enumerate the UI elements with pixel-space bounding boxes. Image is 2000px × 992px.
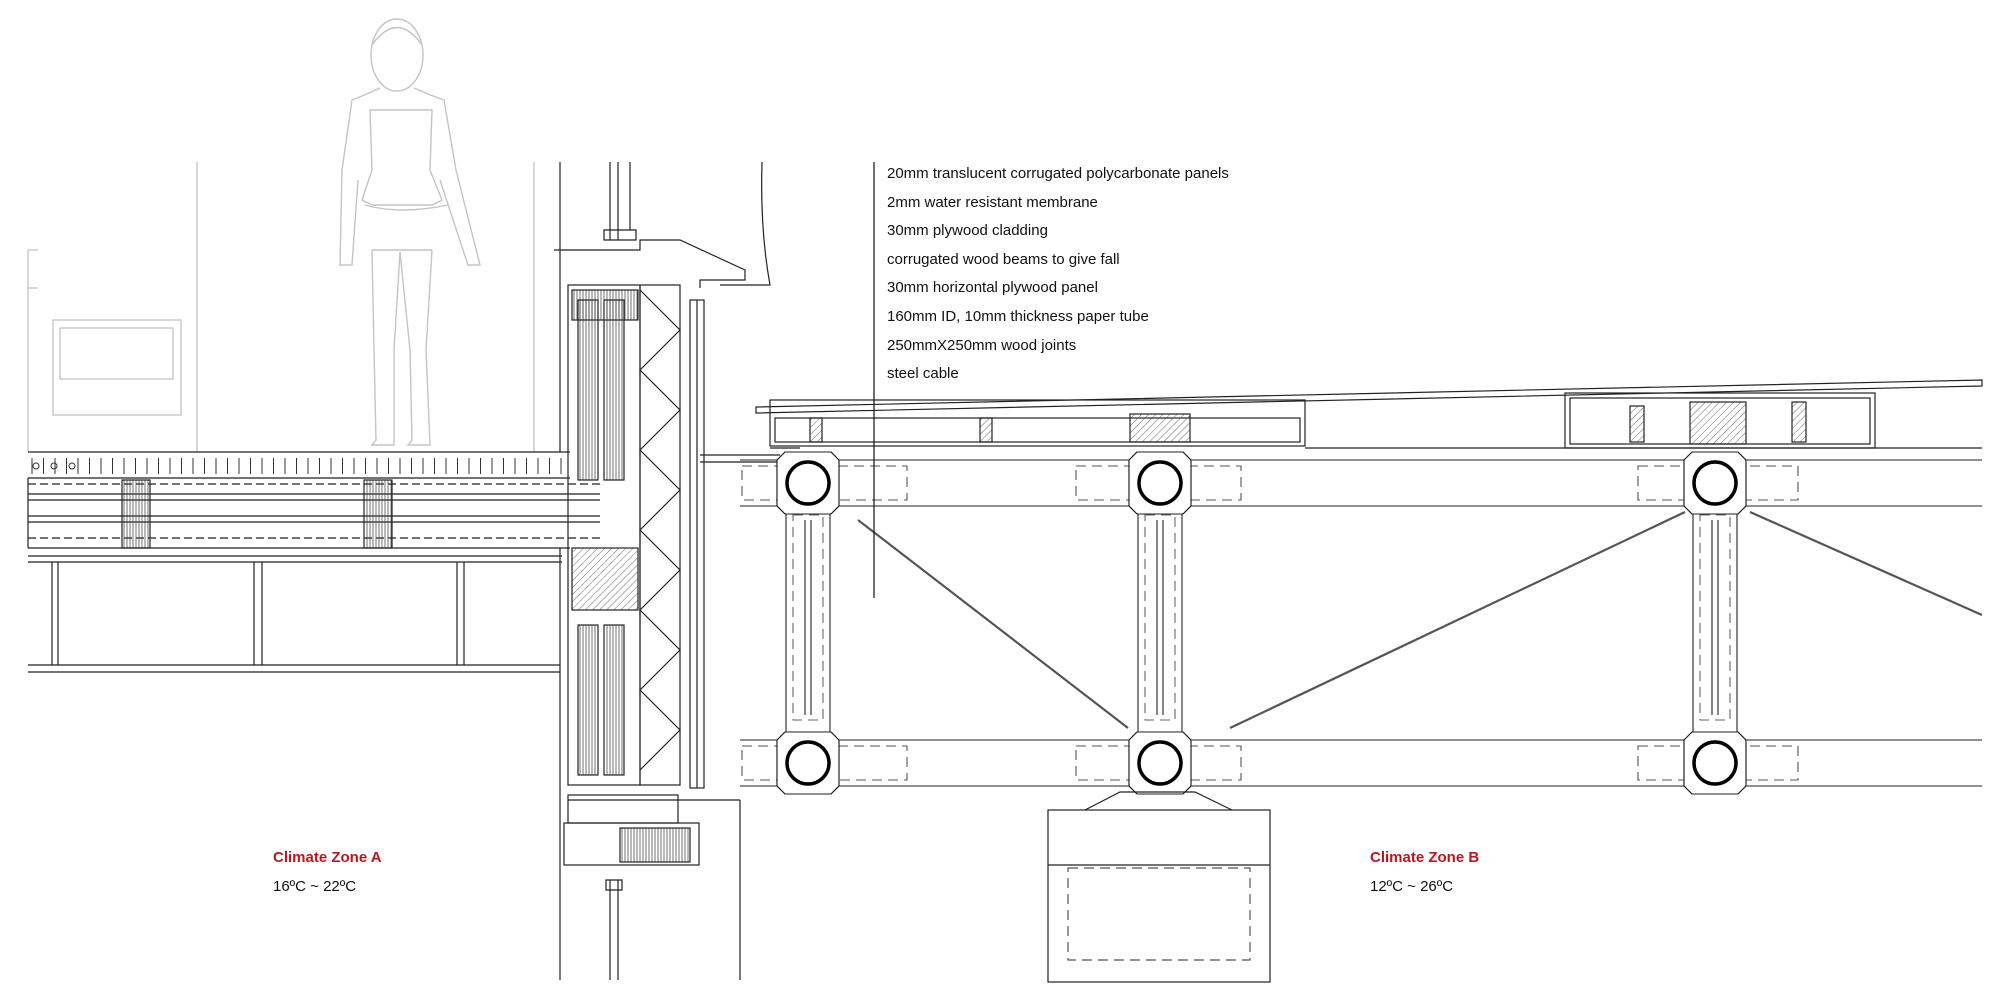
room-outline <box>27 162 535 452</box>
lower-frame <box>28 555 562 673</box>
annotation-steel-cable: steel cable <box>887 365 959 383</box>
climate-zone-a-title: Climate Zone A <box>273 849 382 866</box>
annotation-membrane: 2mm water resistant membrane <box>887 193 1098 211</box>
climate-zone-b-title: Climate Zone B <box>1370 849 1480 866</box>
climate-zone-b: Climate Zone B 12ºC ~ 26ºC <box>1370 848 1479 897</box>
column-2 <box>1128 451 1192 795</box>
paper-tube-icon <box>785 740 831 786</box>
annotation-paper-tube: 160mm ID, 10mm thickness paper tube <box>887 307 1149 325</box>
column-1 <box>776 451 840 795</box>
paper-tube-icon <box>1137 460 1183 506</box>
foundation-block <box>1047 791 1271 983</box>
timber-beams <box>740 459 1982 787</box>
paper-tube-icon <box>1137 740 1183 786</box>
roof-panels <box>755 379 1983 449</box>
steel-cables <box>857 510 1983 729</box>
annotation-plywood-panel: 30mm horizontal plywood panel <box>887 279 1098 297</box>
person-figure <box>339 18 481 446</box>
column-3 <box>1683 451 1747 795</box>
material-annotations: 20mm translucent corrugated polycarbonat… <box>887 160 1229 389</box>
annotation-polycarbonate: 20mm translucent corrugated polycarbonat… <box>887 165 1229 182</box>
annotation-wood-joints: 250mmX250mm wood joints <box>887 336 1077 354</box>
paper-tube-columns <box>776 451 1747 795</box>
paper-tube-icon <box>1692 460 1738 506</box>
floor-slab <box>27 451 600 549</box>
paper-tube-icon <box>785 460 831 506</box>
climate-zone-a-range: 16ºC ~ 22ºC <box>273 878 357 895</box>
exterior-wall <box>554 161 780 980</box>
climate-zone-a: Climate Zone A 16ºC ~ 22ºC <box>273 848 382 897</box>
paper-tube-icon <box>1692 740 1738 786</box>
floor-ticks <box>31 458 562 474</box>
annotation-corrugated-beams: corrugated wood beams to give fall <box>887 250 1120 268</box>
annotation-plywood-cladding: 30mm plywood cladding <box>887 222 1048 240</box>
climate-zone-b-range: 12ºC ~ 26ºC <box>1370 878 1454 895</box>
